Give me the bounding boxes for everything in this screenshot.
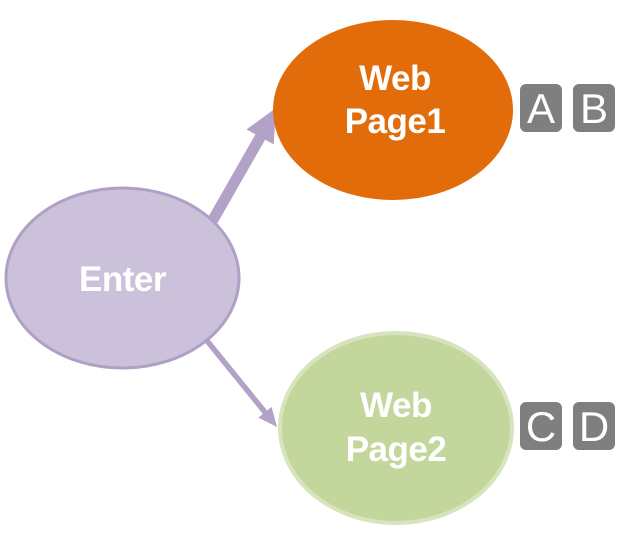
arrow-head-icon [258,406,277,427]
badge-a-box [520,84,562,132]
node-web-page1-label-line1: Web [359,59,431,98]
arrow-shaft-thick [205,131,267,228]
arrow-enter-to-page2 [201,335,277,427]
badge-b-label: B [580,85,608,132]
badge-b-box [573,84,615,132]
badge-b: B [573,84,615,132]
node-web-page2-label-line1: Web [360,386,432,425]
node-web-page1 [273,20,513,200]
badge-a: A [520,84,562,132]
badge-c-box [520,402,562,450]
node-web-page1-label-line2: Page1 [345,102,446,141]
node-enter-label: Enter [79,260,167,299]
badge-d-label: D [579,403,609,450]
badge-c: C [520,402,562,450]
arrow-shaft-thin [201,335,269,416]
node-web-page2 [278,331,514,525]
badge-d: D [573,402,615,450]
badge-d-box [573,402,615,450]
arrow-enter-to-page1 [205,108,276,228]
badge-a-label: A [527,85,555,132]
node-web-page2-label-line2: Page2 [346,430,447,469]
node-enter [4,186,241,370]
badge-c-label: C [526,403,556,450]
arrow-head-icon [246,108,276,145]
